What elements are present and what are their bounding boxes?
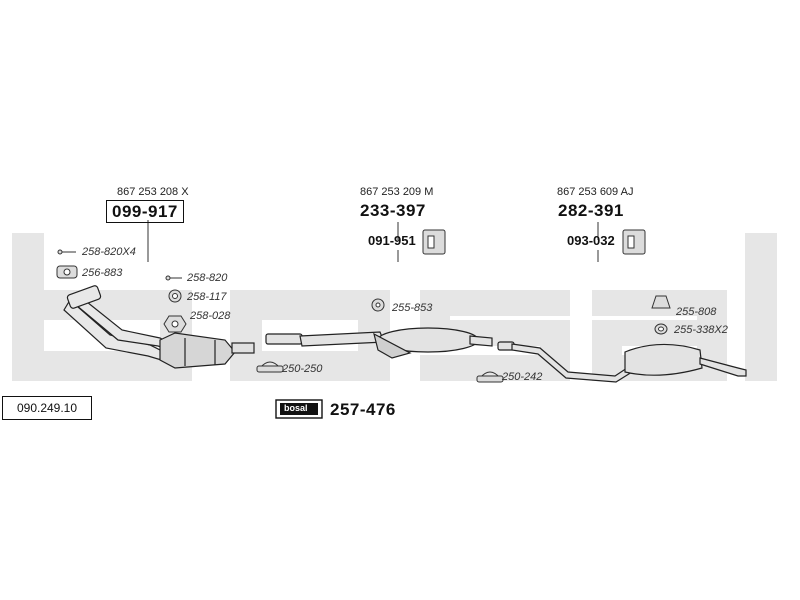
sub-part-number[interactable]: 091-951	[368, 233, 416, 248]
stud-icon	[165, 275, 182, 281]
rubber-mount-icon	[371, 298, 385, 312]
bracket-icon	[422, 229, 446, 255]
part-label[interactable]: 250-242	[502, 371, 543, 383]
part-label[interactable]: 255-808	[676, 306, 717, 318]
diagram-code: 090.249.10	[2, 396, 92, 420]
kit-logo-text: bosal	[284, 403, 308, 413]
part-label[interactable]: 256-883	[82, 267, 123, 279]
oem-number: 867 253 209 M	[360, 186, 434, 198]
bracket-icon	[622, 229, 646, 255]
part-label[interactable]: 258-117	[187, 291, 227, 303]
ring-icon	[654, 323, 668, 335]
kit-part-number[interactable]: 257-476	[330, 400, 396, 419]
oem-number: 867 253 609 AJ	[557, 186, 634, 198]
leader-lines	[147, 220, 599, 262]
part-label[interactable]: 258-820X4	[82, 246, 136, 258]
main-part-number[interactable]: 233-397	[360, 201, 426, 220]
oem-number: 867 253 208 X	[117, 186, 189, 198]
sub-part-number[interactable]: 093-032	[567, 233, 615, 248]
hanger-icon	[651, 295, 671, 309]
clamp-icon	[476, 371, 504, 383]
catalytic-converter	[159, 332, 255, 369]
part-label[interactable]: 255-338X2	[674, 324, 728, 336]
part-label[interactable]: 255-853	[392, 302, 433, 314]
washer-icon	[168, 289, 182, 303]
main-part-number[interactable]: 099-917	[106, 200, 184, 223]
nut-icon	[163, 315, 187, 333]
middle-silencer	[265, 327, 493, 359]
part-label[interactable]: 258-820	[187, 272, 228, 284]
part-label[interactable]: 258-028	[190, 310, 231, 322]
bolt-icon	[57, 249, 76, 255]
gasket-icon	[56, 265, 78, 279]
clamp-icon	[256, 361, 284, 373]
rear-silencer	[497, 341, 747, 383]
kit-logo-icon	[275, 399, 323, 419]
main-part-number[interactable]: 282-391	[558, 201, 624, 220]
part-label[interactable]: 250-250	[282, 363, 323, 375]
